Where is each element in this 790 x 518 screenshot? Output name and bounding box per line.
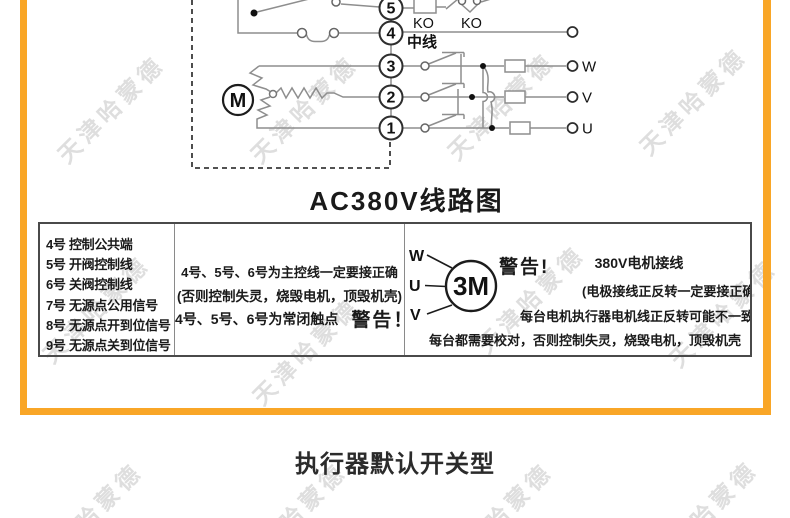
wiring-diagram-svg: M 5 4 3 2 1 KO KO 中线 W V U	[191, 0, 597, 169]
terminal-circle-2	[378, 84, 404, 110]
table-column-terminal-functions: 4号 控制公共端 5号 开阀控制线 6号 关阀控制线 7号 无源点公用信号 8号…	[40, 224, 174, 355]
warning-label: 警告！	[351, 310, 404, 331]
coil-label-ko-2: KO	[461, 16, 482, 32]
switch-contact	[442, 51, 465, 57]
connector-symbol	[305, 34, 331, 43]
relay-contact-symbol	[460, 3, 479, 14]
switch-contact	[442, 113, 465, 119]
wire	[340, 3, 380, 8]
lead-u	[424, 284, 447, 288]
motor-3m-circle	[444, 259, 498, 313]
wire	[256, 0, 309, 13]
control-note-line2: (否则控制失灵，烧毁电机，顶毁机壳)	[177, 288, 402, 304]
terminal-number-3: 3	[387, 59, 396, 76]
section-title: 执行器默认开关型	[295, 451, 495, 478]
table-row: 7号 无源点公用信号	[46, 297, 158, 313]
fuse-symbol-v	[504, 90, 526, 104]
relay-coil-symbol	[413, 0, 437, 14]
junction-dot	[250, 9, 258, 17]
neutral-line-label: 中线	[407, 33, 437, 51]
crossover-wire	[482, 66, 489, 128]
switch-pivot	[420, 123, 430, 133]
terminal-number-4: 4	[387, 26, 396, 43]
table-column-control-warning: 4号、5号、6号为主控线一定要接正确 (否则控制失灵，烧毁电机，顶毁机壳) 4号…	[174, 224, 404, 355]
dashed-enclosure	[191, 0, 391, 169]
lead-w	[426, 254, 453, 269]
motor-wiring-line3: 每台电机执行器电机线正反转可能不一致	[520, 309, 750, 324]
junction-dot	[469, 94, 475, 100]
table-column-motor-wiring: 3M W U V 警告! 380V电机接线 (电极接线正反转一定要接正确) 每台…	[404, 224, 750, 355]
terminal-u	[566, 122, 579, 134]
motor-3m-label: 3M	[453, 271, 489, 301]
fuse-symbol-u	[509, 121, 531, 135]
contact-circle	[472, 0, 482, 6]
table-row: 8号 无源点开到位信号	[46, 317, 171, 333]
motor-wiring-line4: 每台都需要校对，否则控制失灵，烧毁电机，顶毁机壳	[428, 333, 741, 348]
terminal-number-1: 1	[387, 121, 396, 138]
phase-label-w: W	[409, 248, 425, 265]
crossover-wire	[482, 65, 496, 129]
lead-v	[426, 304, 453, 315]
switch-contact	[442, 82, 465, 88]
terminal-v	[566, 91, 579, 103]
switch-pivot	[420, 61, 430, 71]
terminal-circle-5	[378, 0, 404, 21]
phase-label-u: U	[582, 121, 593, 138]
motor-label: M	[230, 90, 247, 112]
wire	[480, 0, 491, 3]
table-row: 6号 关阀控制线	[46, 277, 133, 293]
contact-circle	[457, 0, 467, 6]
winding-zigzag	[256, 96, 380, 129]
control-note-line3-text: 4号、5号、6号为常闭触点	[175, 311, 339, 327]
wire	[237, 0, 297, 34]
fuse-symbol-w	[504, 59, 526, 73]
table-row: 4号 控制公共端	[46, 237, 133, 252]
terminal-circle-1	[378, 115, 404, 141]
terminal-number-5: 5	[387, 1, 396, 18]
motor-wiring-line2: (电极接线正反转一定要接正确)	[582, 284, 750, 299]
motor-wiring-line1: 380V电机接线	[594, 255, 684, 271]
wire	[445, 0, 458, 10]
phase-label-v: V	[410, 307, 421, 324]
phase-label-u: U	[409, 278, 421, 295]
contact-circle	[331, 0, 341, 7]
terminal-circle-4	[378, 20, 404, 46]
connector-circle	[328, 27, 340, 39]
terminal-circle-3	[378, 53, 404, 79]
winding-node	[268, 89, 278, 99]
wiring-spec-table: 4号 控制公共端 5号 开阀控制线 6号 关阀控制线 7号 无源点公用信号 8号…	[38, 222, 752, 357]
warning-label: 警告!	[499, 257, 550, 278]
connector-circle	[296, 27, 308, 39]
junction-dot	[480, 63, 486, 69]
switch-blade	[428, 52, 457, 65]
table-row: 5号 开阀控制线	[46, 257, 133, 273]
phase-label-w: W	[582, 59, 597, 76]
winding-zigzag	[275, 86, 380, 100]
motor-circle	[221, 83, 255, 117]
terminal-neutral	[566, 26, 579, 38]
watermark-text: 天津哈蒙德	[634, 42, 753, 161]
control-note-line1: 4号、5号、6号为主控线一定要接正确	[181, 265, 398, 280]
coil-label-ko-1: KO	[413, 16, 434, 32]
motor-3m-graphic: 3M W U V	[409, 248, 498, 324]
terminal-number-2: 2	[387, 90, 396, 107]
table-row: 9号 无源点关到位信号	[46, 338, 171, 354]
junction-dot	[489, 125, 495, 131]
diagram-title: AC380V线路图	[309, 186, 504, 216]
terminal-w	[566, 60, 579, 72]
switch-pivot	[420, 92, 430, 102]
switch-blade	[428, 114, 457, 127]
winding-zigzag	[248, 65, 272, 93]
phase-label-v: V	[582, 90, 592, 107]
switch-blade	[428, 83, 457, 96]
